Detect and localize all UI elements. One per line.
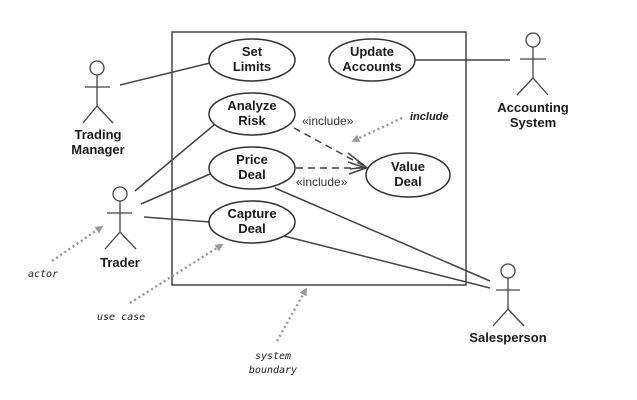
note-actor: actor (28, 269, 58, 280)
actor-accounting-system[interactable] (516, 32, 549, 96)
include-arrowhead (347, 152, 369, 175)
use-case-label: Accounts (342, 59, 401, 74)
pointer-actor (51, 225, 104, 263)
pointer-use-case (129, 243, 224, 305)
use-case-label: Capture (227, 206, 276, 221)
assoc-salesperson-capture-deal (283, 235, 491, 289)
use-case-label: Update (350, 44, 394, 59)
use-case-label: Deal (238, 221, 265, 236)
note-include: include (410, 111, 449, 123)
use-case-label: Value (391, 159, 425, 174)
use-case-analyze-risk[interactable]: Analyze Risk (208, 92, 296, 136)
note-system-boundary-2: boundary (249, 365, 297, 376)
use-case-label: Set (242, 44, 263, 59)
assoc-trader-analyze-risk (134, 124, 215, 192)
include-label-1: «include» (302, 114, 354, 128)
actor-label-trading-manager: Trading (75, 127, 122, 142)
assoc-salesperson-price-deal (274, 187, 491, 282)
use-case-label: Analyze (227, 98, 276, 113)
assoc-trader-capture-deal (143, 216, 211, 223)
use-case-label: Price (236, 152, 268, 167)
actor-trading-manager[interactable] (82, 60, 114, 124)
stick-figure-icon (525, 32, 541, 48)
use-case-update-accounts[interactable]: Update Accounts (328, 38, 416, 82)
actor-trader[interactable] (104, 186, 137, 250)
use-case-price-deal[interactable]: Price Deal (208, 146, 296, 190)
stick-figure-icon (112, 186, 128, 202)
actor-label-accounting-system: Accounting (497, 100, 569, 115)
use-case-set-limits[interactable]: Set Limits (208, 38, 296, 82)
pointer-include (351, 116, 403, 142)
stick-figure-icon (500, 263, 516, 279)
use-case-label: Deal (238, 167, 265, 182)
actor-salesperson[interactable] (492, 263, 525, 327)
actor-label-accounting-system-2: System (510, 115, 556, 130)
pointer-system-boundary (275, 287, 307, 342)
actor-label-trader: Trader (100, 255, 140, 270)
actor-label-salesperson: Salesperson (469, 330, 546, 345)
note-use-case: use case (97, 312, 145, 323)
note-system-boundary: system (255, 351, 291, 362)
stick-figure-icon (89, 60, 105, 76)
use-case-label: Deal (394, 174, 421, 189)
use-case-label: Risk (238, 113, 266, 128)
use-case-value-deal[interactable]: Value Deal (365, 152, 451, 198)
include-label-2: «include» (296, 175, 348, 189)
assoc-trader-price-deal (140, 173, 211, 205)
use-case-label: Limits (233, 59, 271, 74)
use-case-capture-deal[interactable]: Capture Deal (208, 200, 296, 244)
include-analyze-risk-value-deal (293, 127, 367, 168)
assoc-trading-manager-set-limits (119, 62, 211, 86)
actor-label-trading-manager-2: Manager (71, 142, 124, 157)
system-boundary (171, 31, 467, 286)
